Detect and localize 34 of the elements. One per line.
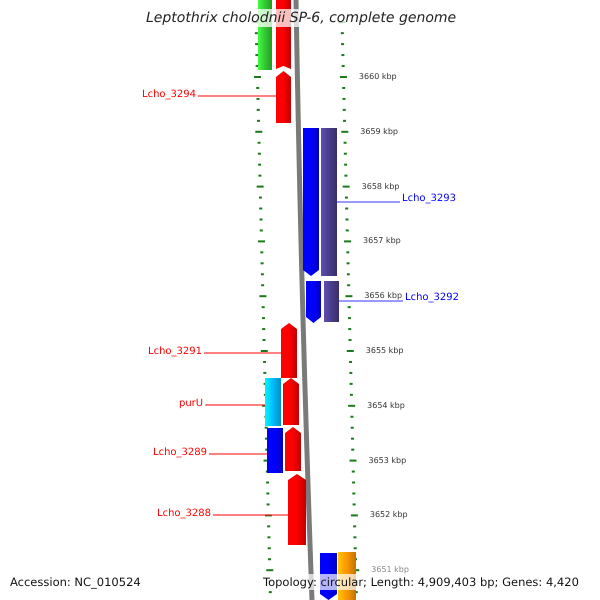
- gene-feature: [283, 378, 299, 425]
- gene-feature: [321, 128, 337, 276]
- gene-label: Lcho_3293: [402, 192, 456, 206]
- scale-label: 3653 kbp: [368, 454, 406, 466]
- leader-line: [212, 514, 288, 516]
- scale-label: 3657 kbp: [363, 235, 401, 246]
- leader-line: [338, 300, 404, 302]
- scale-label: 3655 kbp: [366, 345, 404, 356]
- gene-feature: [265, 378, 281, 426]
- gene-feature: [267, 428, 283, 473]
- scale-label: 3656 kbp: [364, 290, 402, 302]
- gene-feature: [276, 71, 291, 123]
- gene-feature: [281, 323, 297, 378]
- leader-line: [204, 404, 266, 406]
- scale-label: 3652 kbp: [370, 509, 408, 520]
- gene-feature: [324, 281, 339, 322]
- gene-label: purU: [179, 397, 204, 411]
- scale-label: 3651 kbp: [371, 564, 409, 576]
- leader-line: [203, 352, 282, 354]
- gene-label: Lcho_3289: [153, 446, 207, 460]
- scale-label: 3660 kbp: [358, 71, 397, 82]
- gene-label: Lcho_3292: [405, 291, 459, 305]
- scale-label: 3658 kbp: [362, 180, 400, 192]
- gene-feature: [288, 474, 306, 545]
- gene-feature: [285, 427, 301, 471]
- gene-feature: [306, 281, 321, 323]
- gene-label: Lcho_3294: [142, 88, 196, 102]
- genome-info-text: Topology: circular; Length: 4,909,403 bp; Genes: 4,420: [262, 574, 580, 590]
- gene-label: Lcho_3291: [148, 345, 202, 359]
- gene-feature: [303, 128, 319, 276]
- accession-text: Accession: NC_010524: [9, 574, 142, 590]
- scale-label: 3659 kbp: [360, 126, 398, 137]
- scale-label: 3654 kbp: [367, 400, 405, 411]
- gene-label: Lcho_3288: [157, 507, 211, 521]
